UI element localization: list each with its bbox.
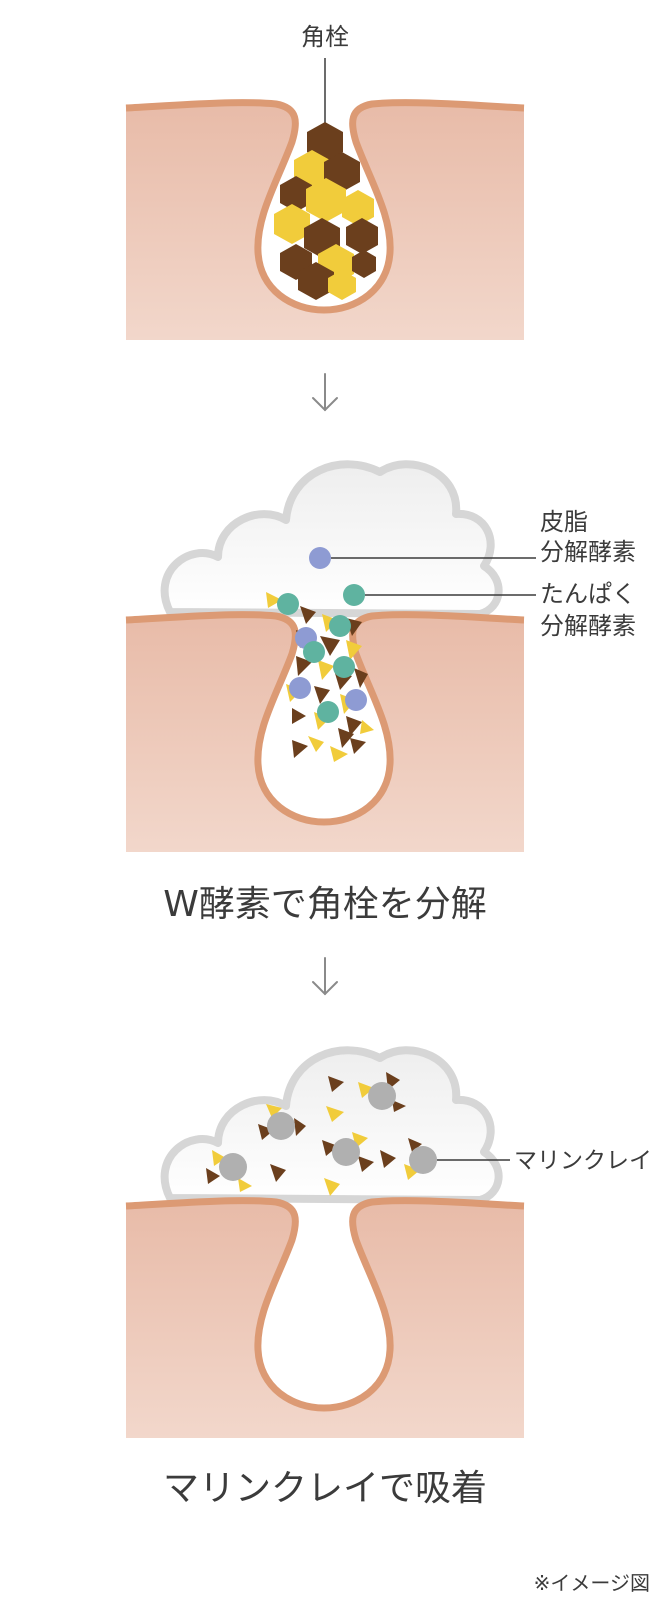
arrow-down-icon [312, 957, 338, 996]
keratin-plug [274, 122, 378, 300]
arrow-down-icon [312, 373, 338, 412]
sebum-enzyme-label-line2: 分解酵素 [540, 538, 636, 566]
foam-cloud [165, 464, 499, 614]
protein-enzyme-particles [277, 584, 365, 723]
panel-enzymes: 皮脂 分解酵素 たんぱく 分解酵素 W酵素で角栓を分解 [126, 464, 636, 925]
protein-enzyme-label-line1: たんぱく [540, 580, 636, 608]
keratin-plug-label: 角栓 [301, 23, 349, 51]
protein-enzyme-label-line2: 分解酵素 [540, 612, 636, 640]
skin-with-pore [126, 615, 524, 852]
panel-keratin-plug: 角栓 [126, 23, 524, 340]
clay-caption: マリンクレイで吸着 [163, 1468, 487, 1509]
marine-clay-particles [219, 1082, 437, 1181]
panel-marine-clay: マリンクレイ マリンクレイで吸着 [126, 1050, 652, 1509]
skin-with-pore [126, 1201, 524, 1438]
image-note: ※イメージ図 [534, 1571, 650, 1595]
sebum-enzyme-label-line1: 皮脂 [540, 508, 588, 536]
enzyme-caption: W酵素で角栓を分解 [163, 884, 487, 925]
sebum-enzyme-particles [289, 547, 367, 711]
marine-clay-label: マリンクレイ [514, 1148, 652, 1174]
adsorbed-fragments [206, 1072, 422, 1196]
